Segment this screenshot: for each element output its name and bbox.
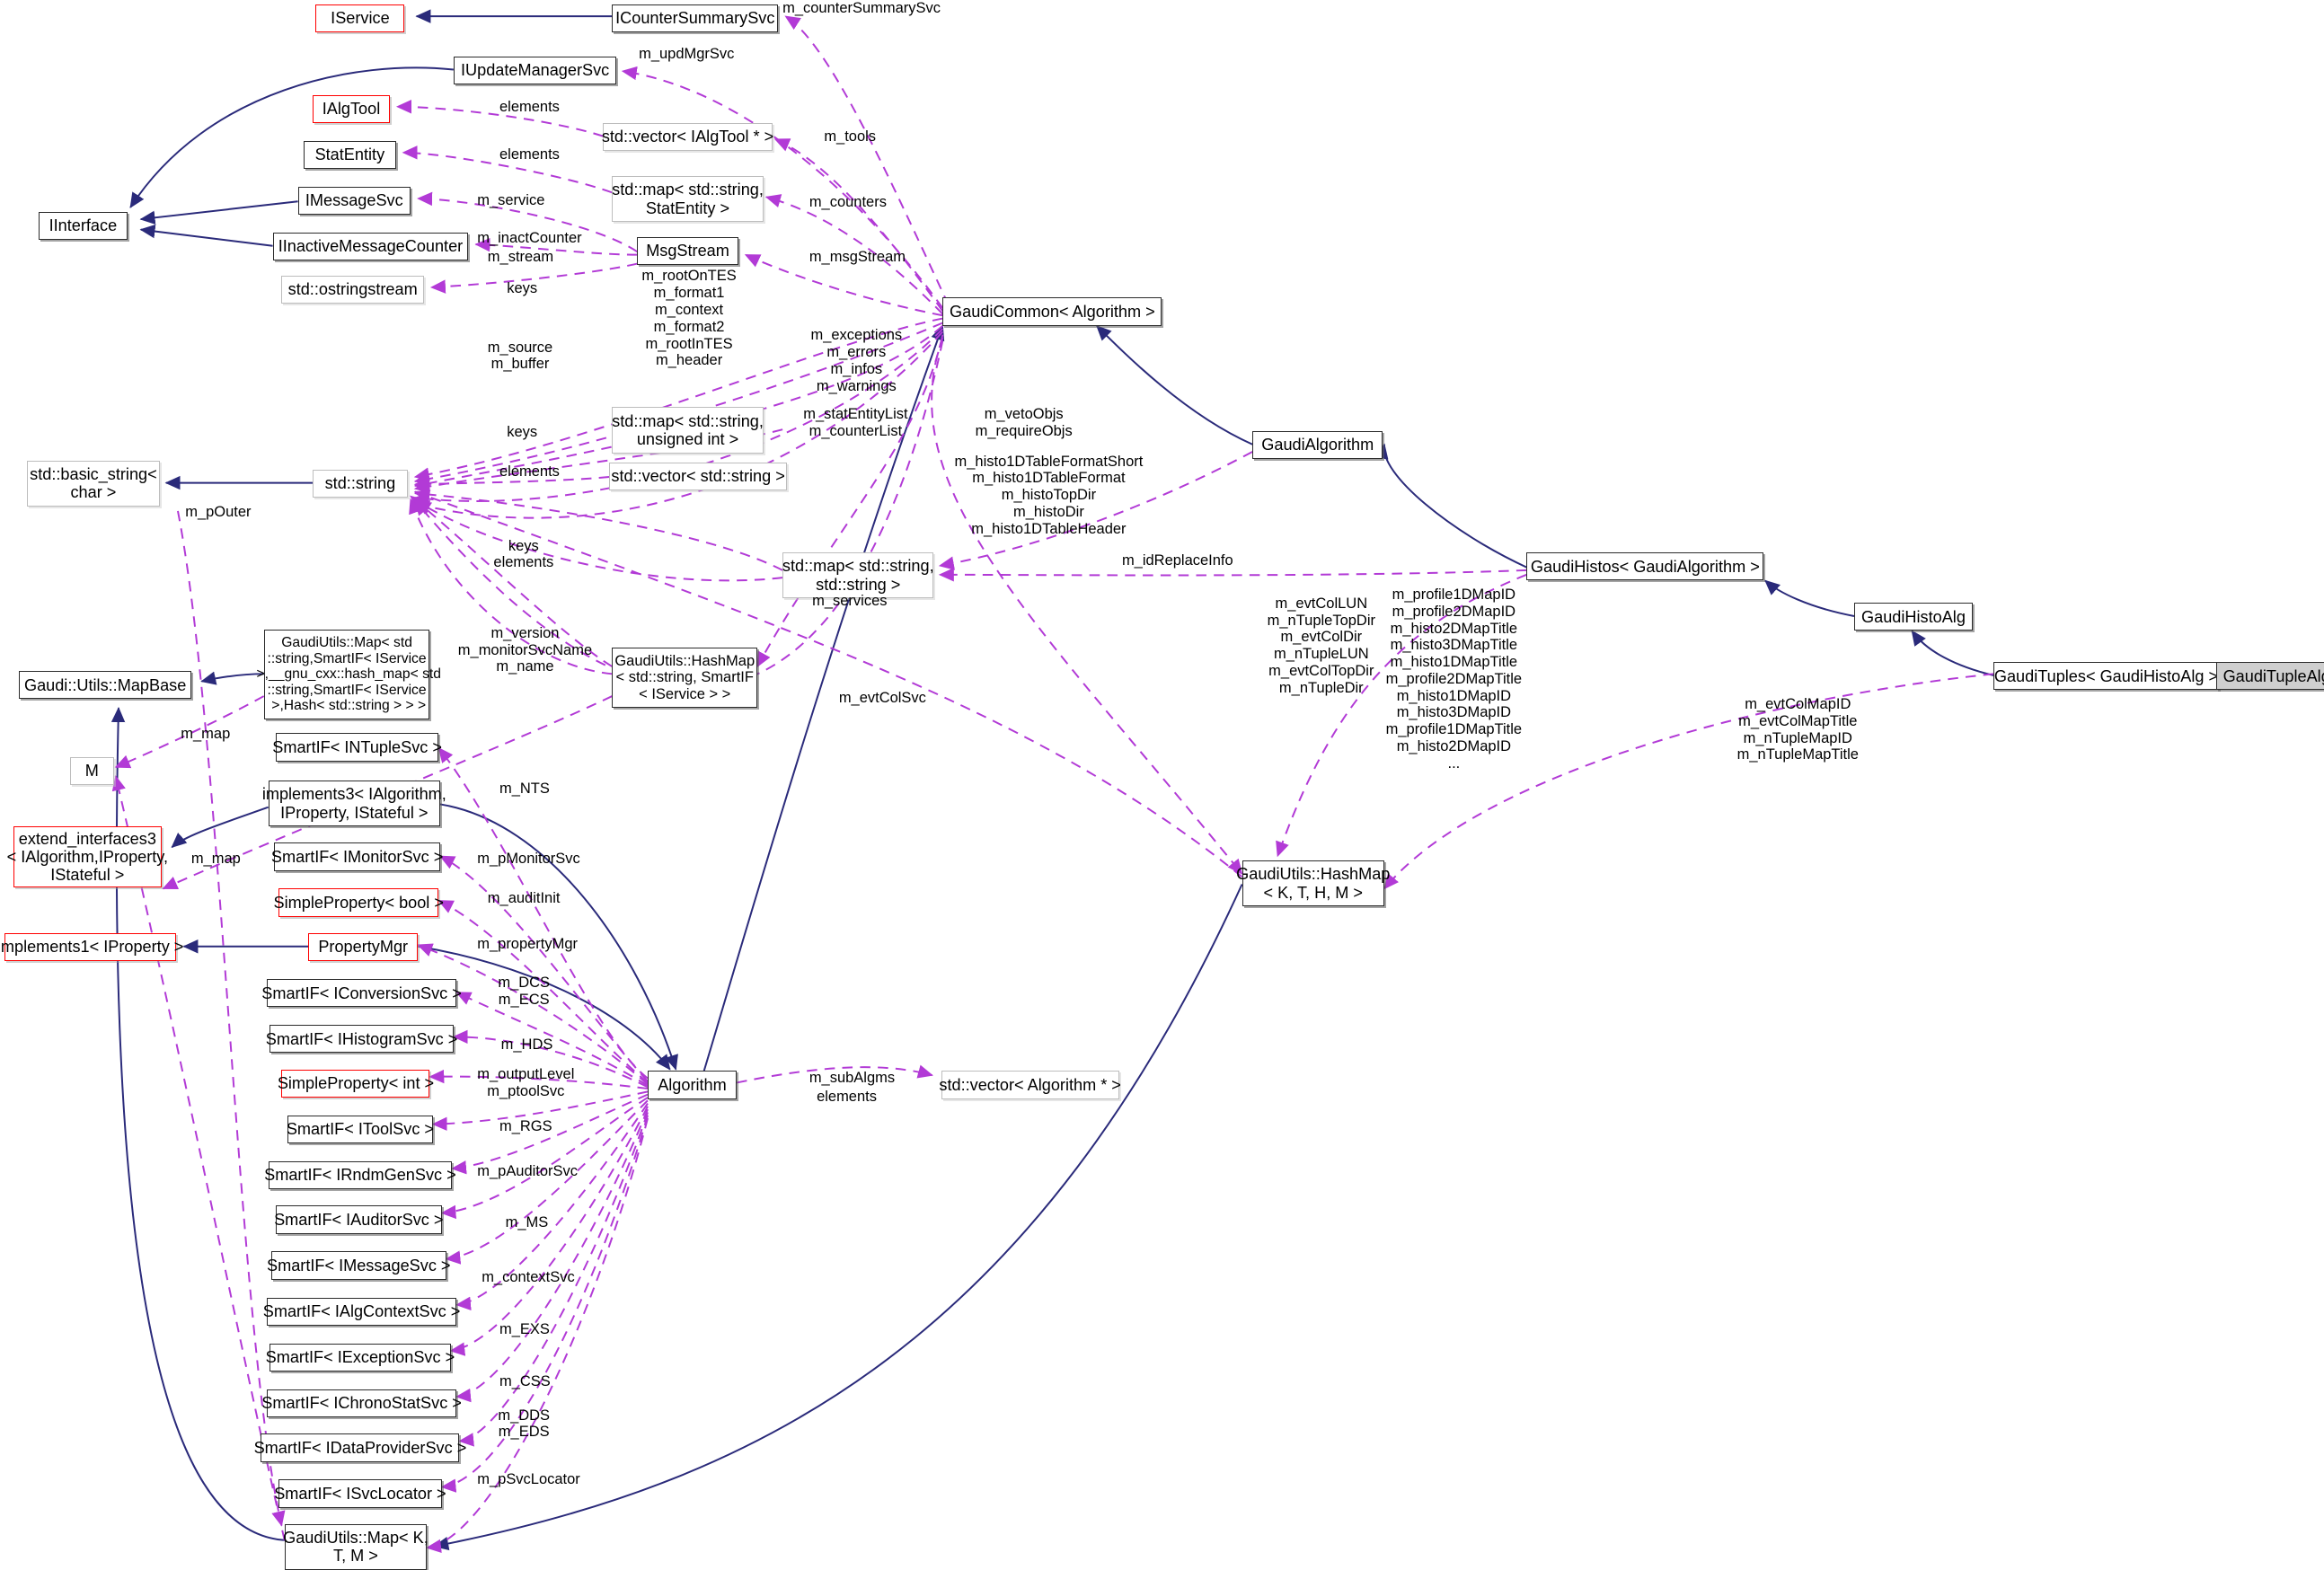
edge-label-m_evtColSvc: m_evtColSvc	[838, 690, 926, 707]
class-node-gauditupleshistoalg[interactable]: GaudiTuples< GaudiHistoAlg >	[1993, 662, 2219, 691]
edge-label-evtcol_attrs: m_evtColLUN m_nTupleTopDir m_evtColDir m…	[1267, 595, 1375, 696]
edge-label-m_pMonitorSvc: m_pMonitorSvc	[477, 850, 580, 867]
edge-label-gaudicommon_attrs2: m_statEntityList m_counterList	[803, 405, 908, 439]
edge-label-m_stream: m_stream	[487, 249, 554, 266]
edge-label-m_EXS: m_EXS	[499, 1320, 550, 1337]
edge-label-m_CSS: m_CSS	[499, 1372, 551, 1389]
class-node-iinterface[interactable]: IInterface	[38, 211, 128, 241]
class-node-smartif_irndmgensvc[interactable]: SmartIF< IRndmGenSvc >	[264, 1160, 456, 1190]
edge-label-tuple_map_attrs: m_evtColMapID m_evtColMapTitle m_nTupleM…	[1736, 696, 1859, 763]
class-node-msgstream[interactable]: MsgStream	[637, 236, 738, 266]
edge-label-m_source_buffer: m_source m_buffer	[487, 339, 553, 373]
class-node-smartif_idataprovidersvc[interactable]: SmartIF< IDataProviderSvc >	[254, 1433, 466, 1462]
edge-label-keys_2: keys	[507, 423, 538, 440]
edge-label-m_counters: m_counters	[809, 194, 887, 211]
edge-label-m_vetoObjs: m_vetoObjs m_requireObjs	[975, 405, 1073, 439]
class-node-smartif_ialgcontextsvc[interactable]: SmartIF< IAlgContextSvc >	[263, 1297, 460, 1326]
edge-label-msgstream_attrs: m_rootOnTES m_format1 m_context m_format…	[641, 268, 737, 369]
edge-label-m_outputLevel_ptool: m_outputLevel m_ptoolSvc	[477, 1066, 575, 1100]
class-node-smartif_ichronostatsvc[interactable]: SmartIF< IChronoStatSvc >	[261, 1389, 462, 1418]
class-node-node_m[interactable]: M	[69, 756, 115, 785]
class-node-smartif_imonitorsvc[interactable]: SmartIF< IMonitorSvc >	[271, 842, 443, 871]
class-node-gaudiutils_hashmap_string_iservice[interactable]: GaudiUtils::HashMap < std::string, Smart…	[612, 647, 758, 709]
edge-label-m_updMgrSvc: m_updMgrSvc	[639, 46, 735, 63]
class-node-gaudihistos_gaudialgorithm[interactable]: GaudiHistos< GaudiAlgorithm >	[1526, 552, 1764, 581]
edge-label-m_pSvcLocator: m_pSvcLocator	[477, 1470, 580, 1487]
edge-label-m_propertyMgr: m_propertyMgr	[477, 936, 579, 953]
edge-label-histo_attrs: m_histo1DTableFormatShort m_histo1DTable…	[954, 453, 1144, 537]
class-node-vector_algorithm_ptr[interactable]: std::vector< Algorithm * >	[939, 1071, 1121, 1099]
class-node-iservice[interactable]: IService	[315, 4, 405, 33]
edge-label-m_DDS_EDS: m_DDS m_EDS	[498, 1407, 551, 1441]
class-node-map_string_statentity[interactable]: std::map< std::string, StatEntity >	[612, 176, 764, 223]
class-node-gaudiutils_map_ktm[interactable]: GaudiUtils::Map< K, T, M >	[283, 1523, 429, 1570]
edge-label-keys_elements: keys elements	[493, 537, 554, 571]
edge-label-m_map_2: m_map	[190, 850, 241, 867]
class-node-std_string[interactable]: std::string	[313, 469, 408, 498]
class-node-gaudicommon_algorithm[interactable]: GaudiCommon< Algorithm >	[942, 297, 1162, 326]
edge-label-elements_string: elements	[499, 463, 560, 481]
class-node-ialgtool[interactable]: IAlgTool	[313, 94, 390, 123]
edge-label-m_idReplaceInfo: m_idReplaceInfo	[1121, 552, 1233, 569]
edge-label-m_pOuter: m_pOuter	[185, 503, 252, 520]
class-node-algorithm[interactable]: Algorithm	[647, 1071, 737, 1099]
edge-label-m_pAuditorSvc: m_pAuditorSvc	[477, 1162, 579, 1179]
edge-label-m_DCS_ECS: m_DCS m_ECS	[498, 975, 551, 1008]
class-node-smartif_ihistogramsvc[interactable]: SmartIF< IHistogramSvc >	[266, 1025, 457, 1054]
edge-label-m_HDS: m_HDS	[500, 1036, 553, 1054]
class-node-implements3[interactable]: implements3< IAlgorithm, IProperty, ISta…	[262, 781, 446, 827]
edge-label-m_tools: m_tools	[824, 128, 877, 146]
class-node-vector_string[interactable]: std::vector< std::string >	[609, 462, 788, 490]
edge-label-m_inactCounter: m_inactCounter	[477, 229, 582, 246]
class-node-simpleproperty_int[interactable]: SimpleProperty< int >	[278, 1069, 434, 1098]
class-node-gaudialgorithm[interactable]: GaudiAlgorithm	[1252, 430, 1383, 460]
class-node-statentity[interactable]: StatEntity	[304, 140, 396, 169]
edge-label-m_counterSummarySvc: m_counterSummarySvc	[782, 0, 941, 16]
class-node-simpleproperty_bool[interactable]: SimpleProperty< bool >	[274, 888, 444, 917]
class-node-gaudiutils_hashmap_kthm[interactable]: GaudiUtils::HashMap < K, T, H, M >	[1236, 860, 1390, 907]
class-node-map_string_string[interactable]: std::map< std::string, std::string >	[782, 552, 934, 599]
class-node-mapbase[interactable]: Gaudi::Utils::MapBase	[19, 671, 191, 700]
edge-label-m_MS: m_MS	[505, 1214, 549, 1231]
class-node-iupdatemanagersvc[interactable]: IUpdateManagerSvc	[453, 56, 617, 84]
class-node-smartif_iexceptionsvc[interactable]: SmartIF< IExceptionSvc >	[266, 1343, 455, 1372]
edge-label-gaudicommon_attrs1: m_exceptions m_errors m_infos m_warnings	[810, 327, 903, 394]
edge-label-m_version_monitor: m_version m_monitorSvcName m_name	[457, 624, 593, 675]
edge-label-m_map_1: m_map	[181, 726, 231, 743]
class-node-icountersummarysvc[interactable]: ICounterSummarySvc	[612, 4, 779, 33]
edge-label-m_RGS: m_RGS	[499, 1118, 552, 1135]
class-node-ostringstream[interactable]: std::ostringstream	[281, 275, 424, 304]
class-node-imessagesvc[interactable]: IMessageSvc	[297, 186, 411, 216]
edge-label-elements_counters: elements	[499, 146, 560, 163]
class-node-gaudiutils_map_iservice[interactable]: GaudiUtils::Map< std ::string,SmartIF< I…	[257, 629, 441, 720]
class-node-smartif_itoolsvc[interactable]: SmartIF< IToolSvc >	[287, 1115, 434, 1144]
class-node-smartif_imessagesvc[interactable]: SmartIF< IMessageSvc >	[267, 1251, 451, 1280]
edge-label-m_service: m_service	[477, 192, 545, 209]
edge-label-m_msgStream: m_msgStream	[809, 249, 906, 266]
edge-label-elements_algs: elements	[817, 1089, 877, 1106]
edge-label-m_subAlgms: m_subAlgms	[809, 1069, 896, 1086]
class-node-implements1_iproperty[interactable]: implements1< IProperty >	[0, 932, 183, 962]
class-node-gaudihistoalg[interactable]: GaudiHistoAlg	[1853, 603, 1973, 631]
class-node-gauditupealg[interactable]: GaudiTupleAlg	[2215, 662, 2324, 691]
edge-label-m_services: m_services	[812, 592, 888, 609]
class-node-map_string_uint[interactable]: std::map< std::string, unsigned int >	[612, 407, 764, 454]
class-node-vector_ialgtool[interactable]: std::vector< IAlgTool * >	[602, 122, 773, 152]
class-node-iinactivemessagecounter[interactable]: IInactiveMessageCounter	[272, 232, 469, 261]
class-node-basic_string_char[interactable]: std::basic_string< char >	[26, 460, 161, 507]
edge-label-histo_map_attrs: m_profile1DMapID m_profile2DMapID m_hist…	[1385, 587, 1523, 772]
class-node-smartif_isvclocator[interactable]: SmartIF< ISvcLocator >	[274, 1479, 446, 1508]
edge-label-keys_1: keys	[507, 279, 538, 296]
edge-label-m_contextSvc: m_contextSvc	[482, 1269, 575, 1286]
class-node-smartif_iconversionsvc[interactable]: SmartIF< IConversionSvc >	[261, 979, 462, 1008]
edge-label-elements_tools: elements	[499, 99, 560, 116]
class-node-smartif_iauditorsvc[interactable]: SmartIF< IAuditorSvc >	[274, 1205, 443, 1234]
class-node-smartif_intuplesvc[interactable]: SmartIF< INTupleSvc >	[272, 733, 442, 762]
class-node-extend_interfaces3[interactable]: extend_interfaces3 < IAlgorithm,IPropert…	[7, 826, 168, 887]
class-node-propertymgr[interactable]: PropertyMgr	[308, 932, 419, 962]
edge-label-m_NTS: m_NTS	[499, 781, 550, 798]
edge-label-m_auditInit: m_auditInit	[487, 890, 561, 907]
